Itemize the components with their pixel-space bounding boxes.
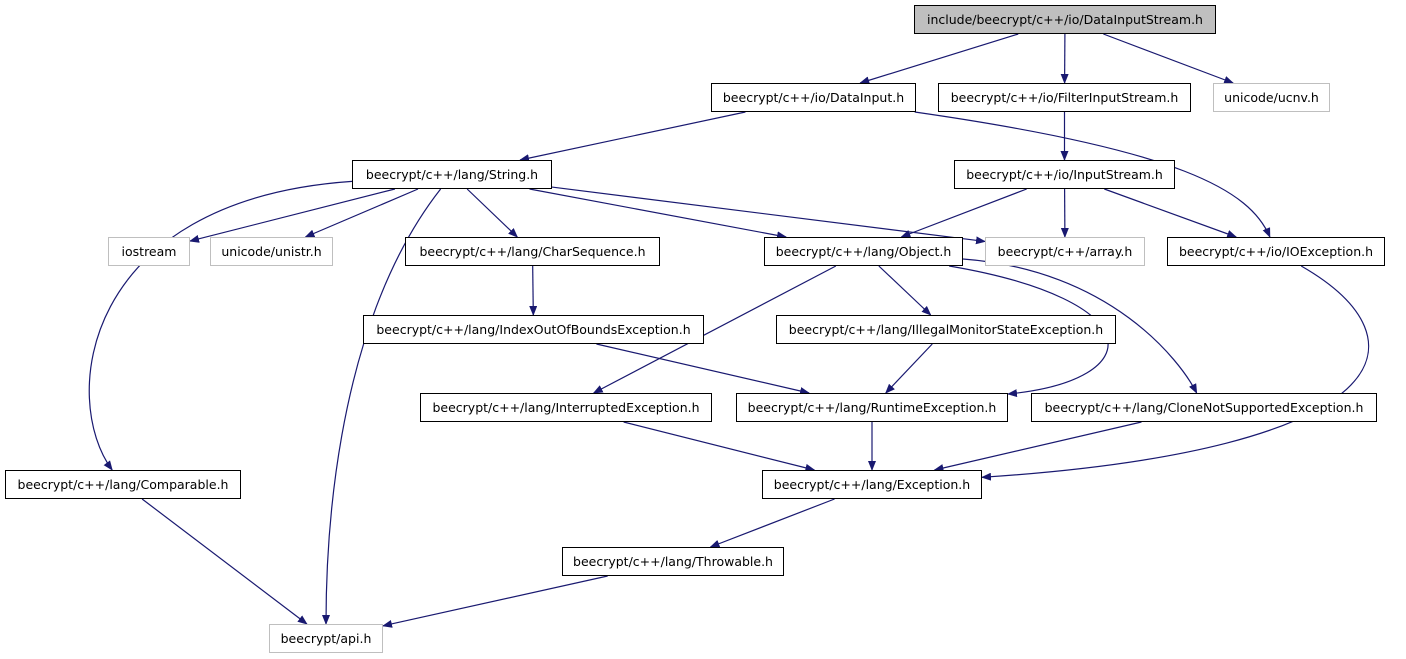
node-unistr: unicode/unistr.h xyxy=(210,237,333,266)
node-iostream: iostream xyxy=(108,237,190,266)
edge-charseq-to-indexoob xyxy=(529,265,538,316)
node-charsequence[interactable]: beecrypt/c++/lang/CharSequence.h xyxy=(405,237,660,266)
edge-illegalmon-to-runtime xyxy=(885,343,933,394)
edge-string-to-iostream xyxy=(189,188,396,243)
edge-root-to-ucnv xyxy=(1103,33,1235,84)
edge-indexoob-to-runtime xyxy=(596,343,811,395)
edge-object-to-illegalmon xyxy=(878,265,932,316)
edge-comparable-to-api xyxy=(141,498,308,625)
node-api: beecrypt/api.h xyxy=(269,624,383,653)
edge-string-to-charseq xyxy=(466,188,519,238)
edge-interrupted-to-exception xyxy=(623,421,816,472)
edge-root-to-datainput xyxy=(859,33,1019,85)
edge-exception-to-throwable xyxy=(709,498,835,548)
edge-inputstream-to-object xyxy=(900,188,1027,238)
edge-clonenot-to-exception xyxy=(933,421,1142,472)
node-illegalmonitorstate[interactable]: beecrypt/c++/lang/IllegalMonitorStateExc… xyxy=(776,315,1116,344)
node-throwable[interactable]: beecrypt/c++/lang/Throwable.h xyxy=(562,547,784,576)
node-clonenotsupported[interactable]: beecrypt/c++/lang/CloneNotSupportedExcep… xyxy=(1031,393,1377,422)
node-root-datainputstream[interactable]: include/beecrypt/c++/io/DataInputStream.… xyxy=(914,5,1216,34)
edge-datainput-to-ioexception xyxy=(914,111,1271,238)
edge-object-to-interrupted xyxy=(592,265,837,394)
edge-datainput-to-string xyxy=(519,111,746,163)
node-filterinputstream[interactable]: beecrypt/c++/io/FilterInputStream.h xyxy=(938,83,1191,112)
edge-string-to-comparable xyxy=(88,180,353,471)
node-exception[interactable]: beecrypt/c++/lang/Exception.h xyxy=(762,470,982,499)
edge-throwable-to-api xyxy=(382,575,608,628)
node-object[interactable]: beecrypt/c++/lang/Object.h xyxy=(764,237,963,266)
node-array: beecrypt/c++/array.h xyxy=(985,237,1145,266)
node-runtime[interactable]: beecrypt/c++/lang/RuntimeException.h xyxy=(736,393,1008,422)
edge-ioexception-to-exception xyxy=(981,265,1370,481)
node-comparable[interactable]: beecrypt/c++/lang/Comparable.h xyxy=(5,470,241,499)
node-datainput[interactable]: beecrypt/c++/io/DataInput.h xyxy=(711,83,916,112)
node-inputstream[interactable]: beecrypt/c++/io/InputStream.h xyxy=(954,160,1175,189)
edge-string-to-unistr xyxy=(304,188,419,238)
node-ioexception[interactable]: beecrypt/c++/io/IOException.h xyxy=(1167,237,1385,266)
node-interrupted[interactable]: beecrypt/c++/lang/InterruptedException.h xyxy=(420,393,712,422)
node-ucnv: unicode/ucnv.h xyxy=(1213,83,1330,112)
node-string[interactable]: beecrypt/c++/lang/String.h xyxy=(352,160,552,189)
node-indexoutofbounds[interactable]: beecrypt/c++/lang/IndexOutOfBoundsExcept… xyxy=(363,315,704,344)
edge-string-to-object xyxy=(529,188,787,240)
edge-object-to-clonenot xyxy=(962,258,1198,394)
edge-string-to-api xyxy=(322,188,442,625)
edge-inputstream-to-ioexception xyxy=(1104,188,1238,238)
